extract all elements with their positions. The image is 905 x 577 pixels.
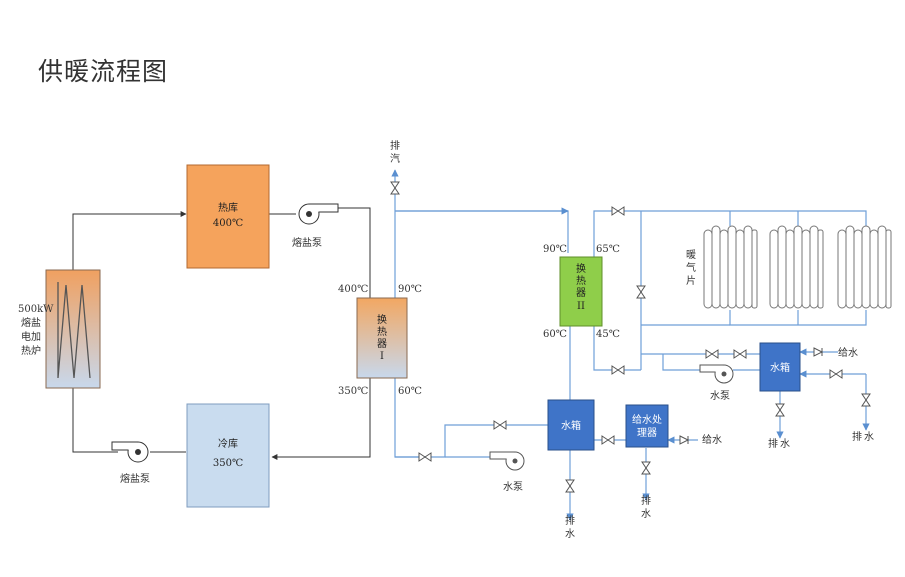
drain-right-tank-label-2: 水 xyxy=(780,438,790,450)
radiator-1-icon xyxy=(703,225,758,309)
water-tank-right-label: 水箱 xyxy=(770,361,790,374)
valve-treatment-drain-icon xyxy=(641,461,651,475)
valve-drain-left-icon xyxy=(565,479,575,493)
hx1-label-1: 换 xyxy=(377,313,387,326)
hx2-label-1: 换 xyxy=(576,262,586,275)
salt-pump-bottom-label: 熔盐泵 xyxy=(120,472,150,485)
radiator-label-1: 暖 xyxy=(686,248,696,261)
vent-label-1: 排 xyxy=(390,139,400,152)
hot-tank xyxy=(186,164,270,269)
page-title: 供暖流程图 xyxy=(38,57,169,86)
valve-to-treatment-icon xyxy=(601,435,615,445)
heating-coil-icon xyxy=(57,282,91,379)
hot-tank-name: 热库 xyxy=(218,201,238,214)
drain-treatment-label-2: 水 xyxy=(641,508,651,520)
feed-water-1-label: 给水 xyxy=(702,433,722,446)
hx2-label-3: 器 xyxy=(576,287,586,299)
hx2-primary-out-temp: 60℃ xyxy=(543,329,567,340)
valve-right-loop-icon xyxy=(829,369,843,379)
valve-bypass-vertical-icon xyxy=(636,285,646,299)
furnace-label-4: 热炉 xyxy=(21,344,41,357)
heat-exchanger-1 xyxy=(356,297,408,379)
feed-water-2-label: 给水 xyxy=(838,346,858,359)
valve-drain-right-tank-icon xyxy=(775,403,785,417)
hx2-label-2: 热 xyxy=(576,274,586,287)
furnace-label-3: 电加 xyxy=(21,330,41,343)
drain-far-right-label-2: 水 xyxy=(864,431,874,443)
hx2-primary-in-temp: 90℃ xyxy=(543,244,567,255)
drain-right-tank-label-1: 排 xyxy=(768,437,778,450)
hx2-secondary-in-temp: 45℃ xyxy=(596,329,620,340)
water-pump-left-icon xyxy=(489,451,525,471)
radiator-2-icon xyxy=(769,225,824,309)
hot-tank-temp: 400℃ xyxy=(213,218,243,229)
drain-far-right-label-1: 排 xyxy=(852,430,862,443)
check-feed-2-icon xyxy=(813,347,823,357)
salt-pump-top-label: 熔盐泵 xyxy=(292,236,322,249)
cold-tank-name: 冷库 xyxy=(218,437,238,450)
valve-right-2-icon xyxy=(733,349,747,359)
hx1-water-hot-temp: 90℃ xyxy=(398,284,422,295)
salt-pump-top-icon xyxy=(298,203,339,225)
valve-drain-far-right-icon xyxy=(861,393,871,407)
water-treatment-label-1: 给水处 xyxy=(632,413,662,426)
water-pump-right-label: 水泵 xyxy=(710,390,730,402)
radiator-3-icon xyxy=(837,225,892,309)
furnace-label-2: 熔盐 xyxy=(21,316,41,329)
water-treatment-label-2: 理器 xyxy=(637,427,657,439)
valve-secondary-return-icon xyxy=(611,365,625,375)
radiator-label-2: 气 xyxy=(686,261,696,274)
hx1-salt-out-temp: 350℃ xyxy=(338,386,368,397)
check-feed-1-icon xyxy=(679,435,689,445)
salt-loop-pipes xyxy=(72,207,371,460)
hx1-water-cold-temp: 60℃ xyxy=(398,386,422,397)
water-tank-left xyxy=(547,399,595,451)
salt-pump-bottom-icon xyxy=(111,441,149,463)
water-pump-left-label: 水泵 xyxy=(503,481,523,493)
hx2-label-4: II xyxy=(577,301,585,312)
hx1-salt-in-temp: 400℃ xyxy=(338,284,368,295)
radiator-group xyxy=(703,225,892,309)
drain-left-label-2: 水 xyxy=(565,528,575,540)
hx1-label-2: 热 xyxy=(377,325,387,338)
furnace-label-1: 500kW xyxy=(18,304,54,315)
hx1-label-3: 器 xyxy=(377,338,387,350)
valve-bypass-icon xyxy=(493,420,507,430)
drain-treatment-label-1: 排 xyxy=(641,494,651,507)
electric-furnace xyxy=(45,269,101,389)
hx2-secondary-out-temp: 65℃ xyxy=(596,244,620,255)
water-tank-right xyxy=(759,342,801,392)
hx1-label-4: I xyxy=(380,351,384,362)
valve-return-icon xyxy=(418,452,432,462)
radiator-label-3: 片 xyxy=(686,274,696,287)
heat-exchanger-2 xyxy=(559,256,603,327)
cold-tank-temp: 350℃ xyxy=(213,458,243,469)
vent-label-2: 汽 xyxy=(390,152,400,165)
cold-tank xyxy=(186,403,270,508)
vent-valve-icon xyxy=(390,181,400,195)
valve-right-1-icon xyxy=(705,349,719,359)
valve-supply-icon xyxy=(611,206,625,216)
water-treatment-unit xyxy=(625,404,669,448)
water-pump-right-icon xyxy=(699,364,734,384)
water-tank-left-label: 水箱 xyxy=(561,419,581,432)
drain-left-label-1: 排 xyxy=(565,514,575,527)
